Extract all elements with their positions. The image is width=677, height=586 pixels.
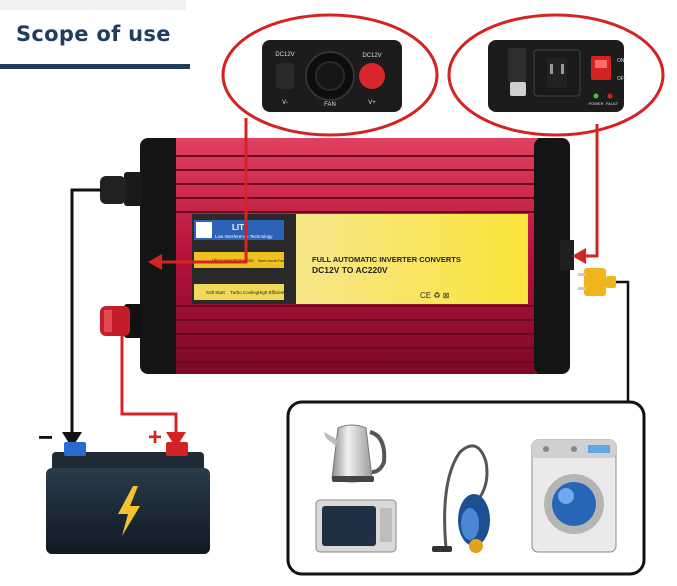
ac-plug: [578, 268, 616, 296]
badge-lit-brand: LIT: [232, 223, 244, 232]
inverter-label: LIT Low Interference Technology Ultrason…: [192, 214, 528, 304]
section-title: Scope of use: [16, 22, 171, 46]
vacuum-cleaner: [432, 444, 490, 553]
fan-callout-leader: [160, 118, 248, 264]
label-line2: DC12V TO AC220V: [312, 265, 388, 275]
ac-on-label: ON: [617, 58, 625, 64]
negative-terminal: [100, 172, 142, 206]
badge-high-efficient: High Efficient: [258, 290, 285, 295]
fan-right-label: DC12V: [362, 53, 381, 59]
label-line1: FULL AUTOMATIC INVERTER CONVERTS: [312, 255, 461, 264]
ac-callout-leader: [584, 124, 599, 258]
battery-plus-sign: +: [148, 424, 162, 451]
negative-wire-arrow: [62, 432, 82, 448]
fan-plus-label: V+: [368, 100, 376, 106]
positive-wire-arrow: [166, 432, 186, 448]
badge-short-circuit: Short circuit Protection: [258, 259, 293, 263]
negative-wire: [70, 188, 102, 440]
ac-outlet-panel: ON OFF POWER FAULT: [488, 40, 627, 112]
kettle: [324, 424, 387, 483]
badge-soft-start: Soft Start: [206, 290, 226, 295]
label-cert: CE ♻ ⊠: [420, 291, 449, 300]
positive-wire: [120, 336, 178, 440]
fan-panel-callout: [221, 13, 439, 137]
badge-turbo-cooling: Turbo Cooling: [230, 290, 259, 295]
header-background: [0, 0, 186, 10]
positive-terminal: [100, 304, 142, 338]
battery: − +: [38, 422, 210, 554]
fan-callout-arrow: [148, 254, 162, 270]
ac-power-label: POWER: [588, 101, 603, 106]
ac-fault-label: FAULT: [606, 101, 619, 106]
fan-panel: DC12V DC12V FAN V- V+: [262, 40, 402, 112]
ac-panel-callout: [447, 13, 665, 137]
microwave: [315, 499, 397, 553]
badge-lit-sub: Low Interference Technology: [215, 234, 273, 239]
ac-off-label: OFF: [617, 76, 627, 82]
ac-cable: [616, 280, 630, 402]
battery-minus-sign: −: [38, 422, 53, 452]
fan-label: FAN: [324, 102, 336, 108]
washing-machine: [531, 439, 617, 553]
fan-left-label: DC12V: [275, 52, 294, 58]
title-underline: [0, 64, 190, 69]
ac-callout-arrow: [572, 248, 586, 264]
fan-minus-label: V-: [282, 100, 288, 106]
